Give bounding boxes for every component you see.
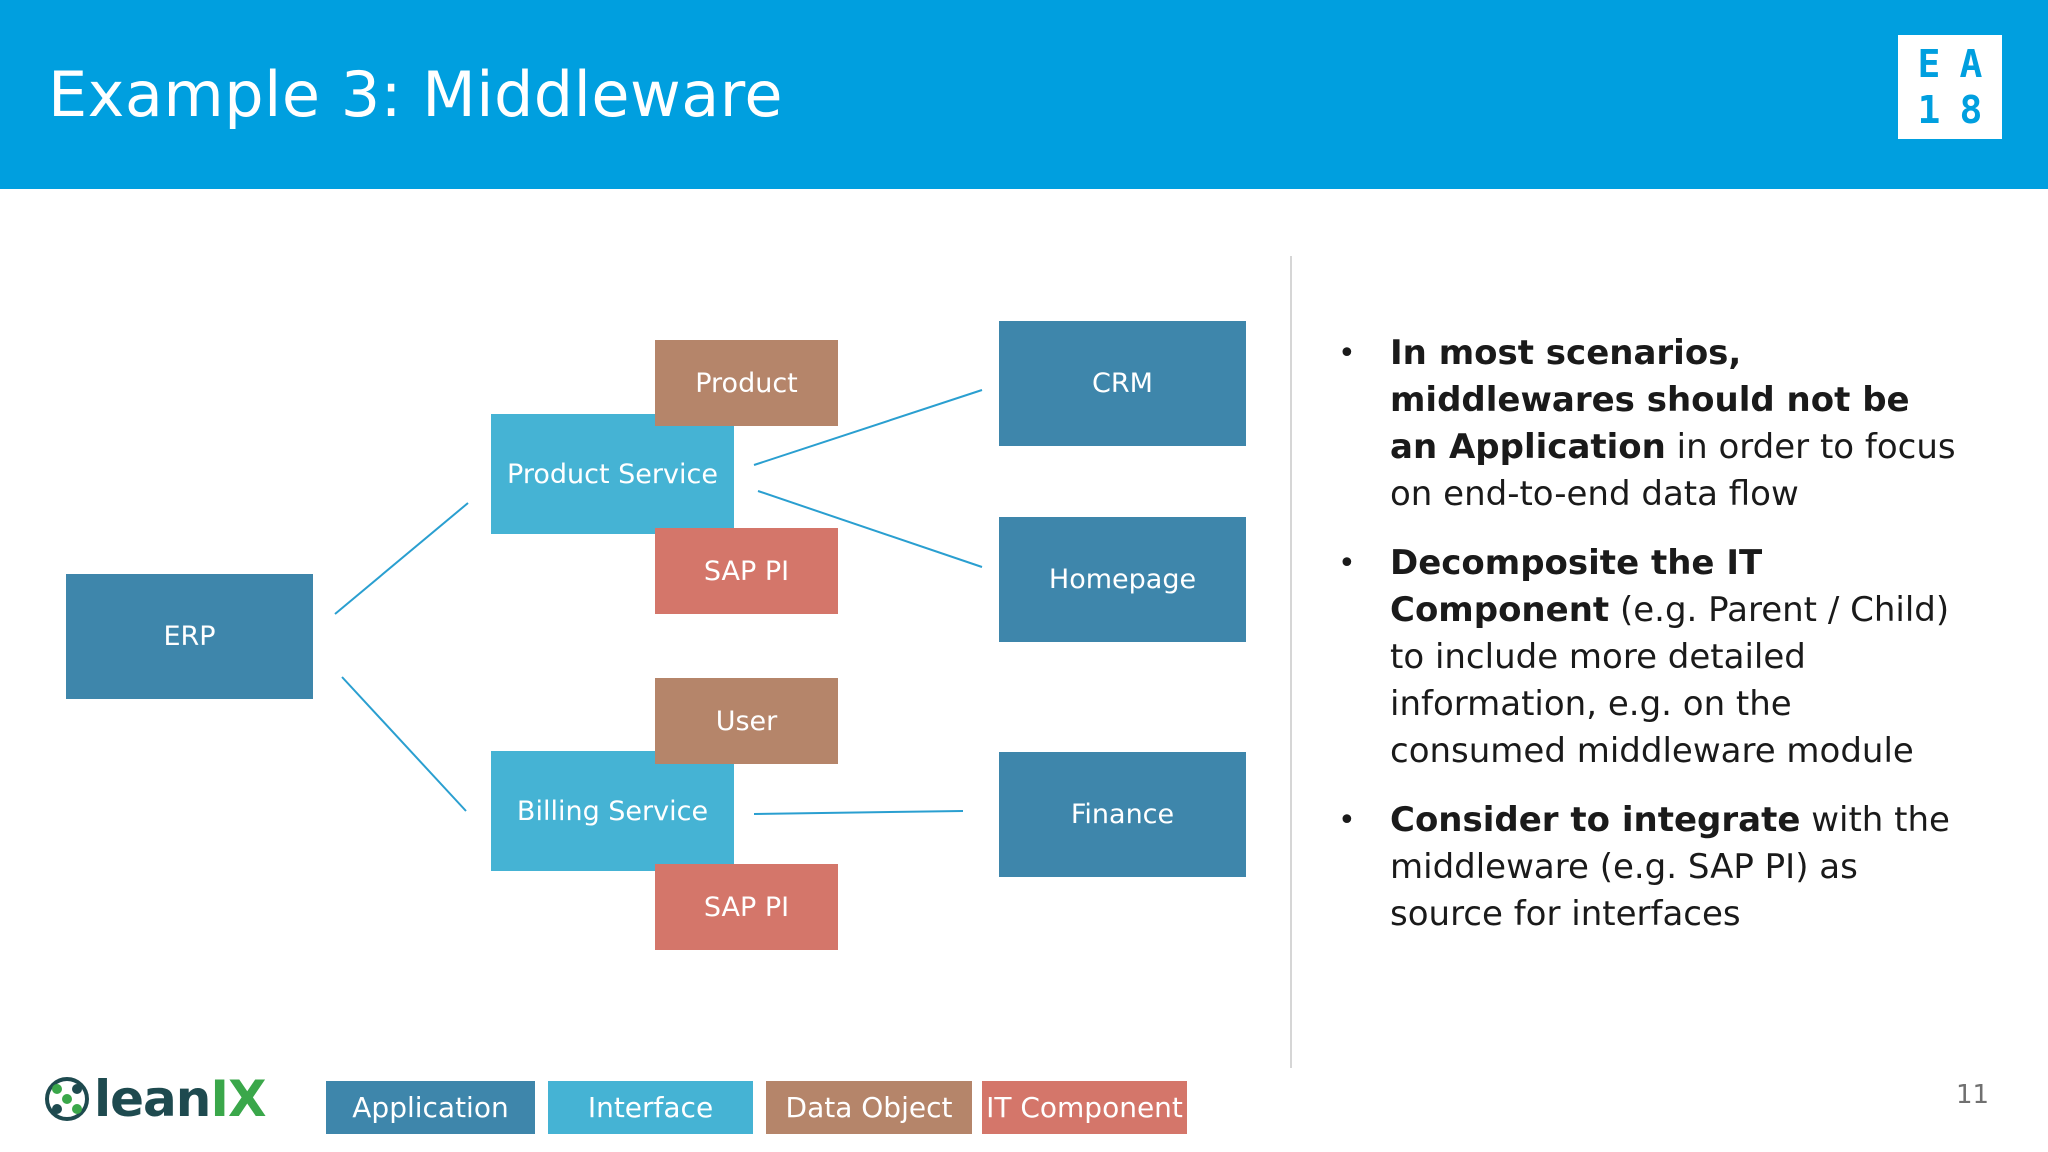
node-crm: CRM [999, 321, 1246, 446]
node-product: Product [655, 340, 838, 426]
content-divider [1290, 256, 1292, 1068]
connector-erp-billing-service [341, 676, 467, 812]
legend-data-object: Data Object [766, 1081, 972, 1134]
brand-prefix: lean [94, 1070, 211, 1128]
logo-letter: 1 [1917, 88, 1941, 132]
bullet-text: with the middleware (e.g. SAP PI) as sou… [1390, 800, 1950, 934]
slide-title: Example 3: Middleware [48, 58, 784, 131]
bullet-item: • Consider to integrate with the middlewa… [1338, 797, 1958, 938]
node-homepage: Homepage [999, 517, 1246, 642]
bullet-bold-text: Consider to integrate [1390, 800, 1801, 840]
logo-letter: A [1959, 42, 1983, 86]
header-bar: Example 3: Middleware E A 1 8 [0, 0, 2048, 189]
leanix-wordmark: leanIX [94, 1074, 267, 1124]
bullet-list: • In most scenarios, middlewares should n… [1338, 330, 1958, 960]
bullet-bold-text: In most scenarios, middlewares should no… [1390, 333, 1910, 467]
bullet-item: • In most scenarios, middlewares should n… [1338, 330, 1958, 518]
logo-letter: E [1917, 42, 1941, 86]
bullet-bold-text: Decomposite the IT Component [1390, 543, 1763, 630]
leanix-mark-icon [45, 1077, 89, 1121]
connector-billing-service-finance [753, 810, 964, 815]
ea18-logo: E A 1 8 [1898, 35, 2002, 139]
legend-application: Application [326, 1081, 535, 1134]
bullet-dot-icon: • [1338, 336, 1356, 371]
connector-erp-product-service [334, 502, 469, 615]
logo-letter: 8 [1959, 88, 1983, 132]
node-billing-service: Billing Service [491, 751, 734, 871]
node-sap-pi-billing: SAP PI [655, 864, 838, 950]
leanix-logo: leanIX [44, 1073, 267, 1125]
bullet-item: • Decomposite the IT Component (e.g. Pare… [1338, 540, 1958, 775]
legend-it-component: IT Component [982, 1081, 1187, 1134]
node-product-service: Product Service [491, 414, 734, 534]
legend-interface: Interface [548, 1081, 753, 1134]
page-number: 11 [1956, 1080, 1990, 1110]
bullet-text: (e.g. Parent / Child) to include more de… [1390, 590, 1950, 771]
node-finance: Finance [999, 752, 1246, 877]
bullet-dot-icon: • [1338, 803, 1356, 838]
node-erp: ERP [66, 574, 313, 699]
bullet-dot-icon: • [1338, 546, 1356, 581]
node-user: User [655, 678, 838, 764]
node-sap-pi-product: SAP PI [655, 528, 838, 614]
brand-suffix: IX [210, 1070, 266, 1128]
bullet-text: in order to focus on end-to-end data flo… [1390, 427, 1956, 514]
